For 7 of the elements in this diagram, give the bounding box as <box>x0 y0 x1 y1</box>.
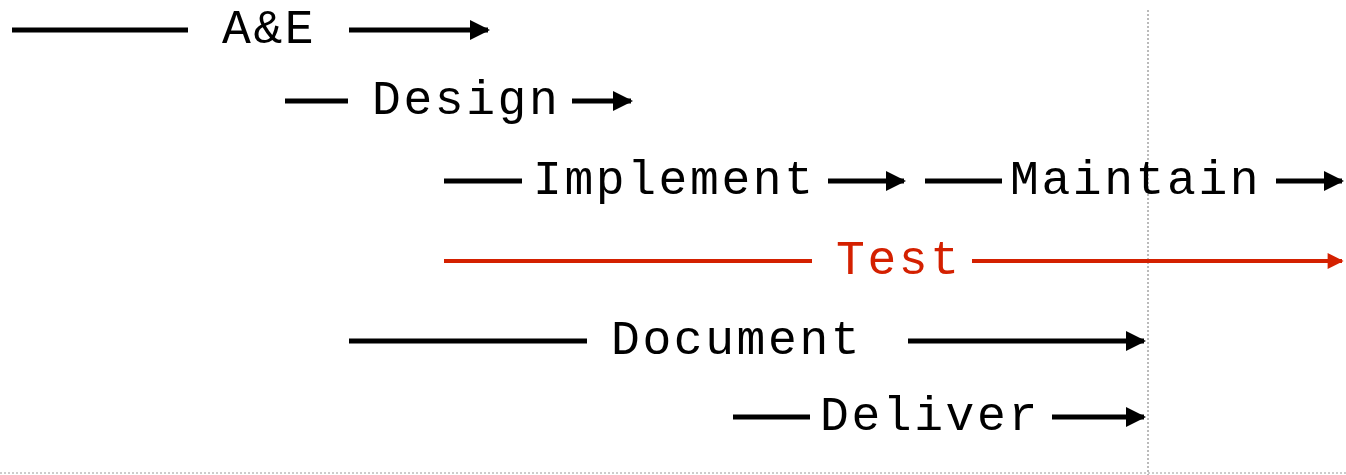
phase-label: Deliver <box>820 391 1040 443</box>
phase-label: Design <box>372 75 561 127</box>
phase-label: Document <box>611 315 863 367</box>
phase-label: Maintain <box>1010 155 1262 207</box>
phase-label: Test <box>836 235 962 287</box>
phase-label: Implement <box>533 155 816 207</box>
phase-label: A&E <box>222 4 317 56</box>
